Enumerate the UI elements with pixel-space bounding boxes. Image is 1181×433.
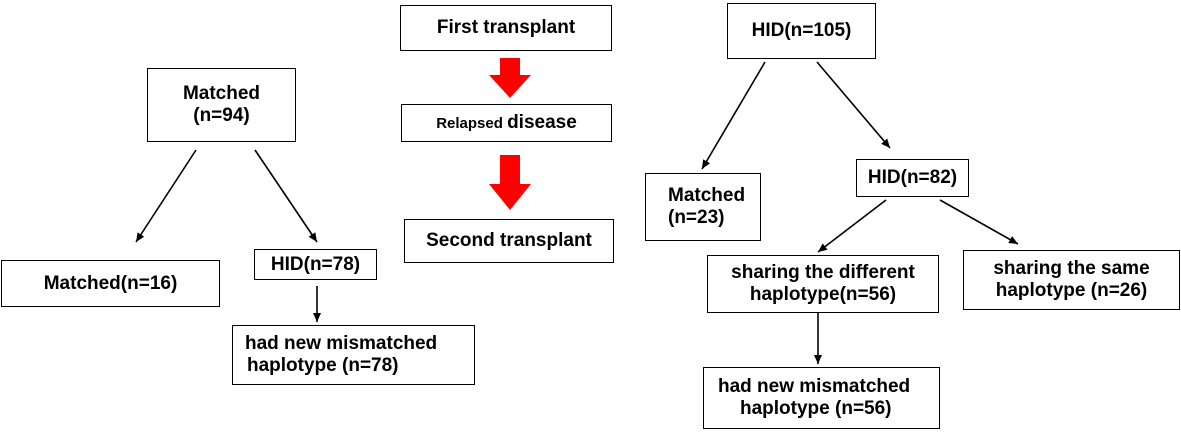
right-hid82-box: HID(n=82) (856, 159, 969, 197)
right-root-label: HID(n=105) (751, 20, 852, 41)
right-same-box: sharing the same haplotype (n=26) (963, 250, 1180, 310)
right-different-box: sharing the different haplotype(n=56) (707, 255, 939, 313)
left-root-matched-box: Matched (n=94) (147, 68, 296, 142)
right-new-mismatch-box: had new mismatched haplotype (n=56) (703, 367, 940, 429)
left-hid-label: HID(n=78) (270, 253, 361, 275)
right-same-line1: sharing the same (993, 258, 1150, 279)
right-different-line1: sharing the different (731, 262, 915, 283)
right-new-mismatch-line1: had new mismatched (718, 376, 911, 397)
relapsed-disease-label: Relapsed disease (436, 112, 577, 135)
left-new-mismatch-box: had new mismatched haplotype (n=78) (232, 325, 475, 385)
relapsed-word: disease (507, 111, 577, 133)
left-matched-box: Matched(n=16) (1, 260, 220, 307)
first-transplant-box: First transplant (400, 5, 612, 51)
right-matched-line2: (n=23) (668, 207, 725, 228)
edge-root-to-hid (254, 149, 318, 243)
right-matched-line1: Matched (668, 185, 746, 206)
right-same-line2: haplotype (n=26) (995, 280, 1148, 301)
left-new-mismatch-line1: had new mismatched (245, 333, 438, 354)
left-root-line2: (n=94) (193, 105, 250, 126)
right-hid82-label: HID(n=82) (867, 167, 958, 188)
first-transplant-label: First transplant (436, 17, 576, 38)
right-new-mismatch-line2: haplotype (n=56) (740, 398, 892, 419)
second-transplant-label: Second transplant (426, 230, 592, 251)
left-matched-label: Matched(n=16) (43, 272, 178, 294)
right-matched-box: Matched (n=23) (645, 173, 761, 241)
edge-hid105-to-matched (701, 61, 766, 170)
edge-hid82-to-different (817, 199, 887, 253)
right-root-hid-box: HID(n=105) (727, 3, 876, 59)
relapsed-prefix: Relapsed (436, 114, 508, 132)
relapsed-disease-box: Relapsed disease (401, 104, 612, 142)
left-root-line1: Matched (182, 83, 261, 104)
edge-hid82-to-same (939, 199, 1019, 245)
left-hid-box: HID(n=78) (254, 249, 377, 280)
edge-hid105-to-hid82 (816, 61, 891, 149)
second-transplant-box: Second transplant (404, 219, 614, 263)
red-arrow-relapsed-to-second (489, 155, 531, 210)
red-arrow-first-to-relapsed (489, 58, 531, 98)
left-new-mismatch-line2: haplotype (n=78) (247, 355, 399, 376)
right-different-line2: haplotype(n=56) (749, 284, 897, 305)
edge-root-to-matched (135, 149, 197, 243)
